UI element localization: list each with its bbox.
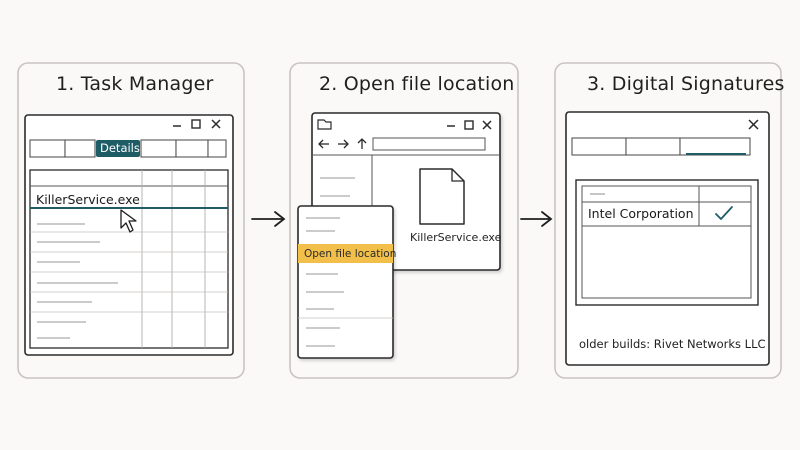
tab-security[interactable]: [625, 137, 681, 156]
right-arrow-icon: [520, 211, 553, 227]
selected-process-name[interactable]: KillerService.exe: [36, 192, 140, 207]
task-manager-window: [24, 114, 234, 356]
tab-6[interactable]: [207, 139, 227, 158]
tab-digital-signatures[interactable]: [679, 137, 751, 156]
table-rows: [37, 223, 118, 339]
signer-name[interactable]: Intel Corporation: [588, 206, 694, 221]
forward-arrow-icon[interactable]: [338, 139, 349, 149]
tab-1[interactable]: [29, 139, 66, 158]
context-menu-item-open-file-location[interactable]: Open file location: [304, 248, 397, 260]
tab-general[interactable]: [571, 137, 627, 156]
file-icon: [419, 168, 465, 225]
checkmark-icon: [715, 206, 733, 220]
close-icon[interactable]: [211, 119, 221, 129]
maximize-icon[interactable]: [191, 119, 201, 129]
address-bar[interactable]: [372, 137, 486, 151]
tab-strip: [29, 139, 227, 158]
context-menu-highlight[interactable]: [298, 244, 393, 263]
tab-details-label: Details: [100, 141, 140, 155]
up-arrow-icon[interactable]: [357, 138, 367, 149]
right-arrow-icon: [251, 211, 286, 227]
panel-2-title: 2. Open file location: [319, 73, 515, 95]
cursor-icon: [120, 209, 137, 233]
tab-5[interactable]: [175, 139, 209, 158]
tab-4[interactable]: [140, 139, 177, 158]
panel-1-title: 1. Task Manager: [56, 73, 214, 95]
properties-dialog: [565, 111, 770, 366]
context-menu: [297, 205, 394, 359]
close-icon[interactable]: [482, 120, 492, 130]
folder-icon: [317, 119, 332, 130]
process-table: [29, 169, 229, 349]
tab-details[interactable]: [96, 140, 140, 157]
tab-2[interactable]: [64, 139, 96, 158]
older-builds-note: older builds: Rivet Networks LLC: [579, 337, 766, 351]
maximize-icon[interactable]: [464, 120, 474, 130]
close-icon[interactable]: [748, 119, 759, 130]
file-name-label: KillerService.exe: [410, 231, 502, 244]
panel-3-title: 3. Digital Signatures: [587, 73, 785, 95]
back-arrow-icon[interactable]: [318, 139, 329, 149]
